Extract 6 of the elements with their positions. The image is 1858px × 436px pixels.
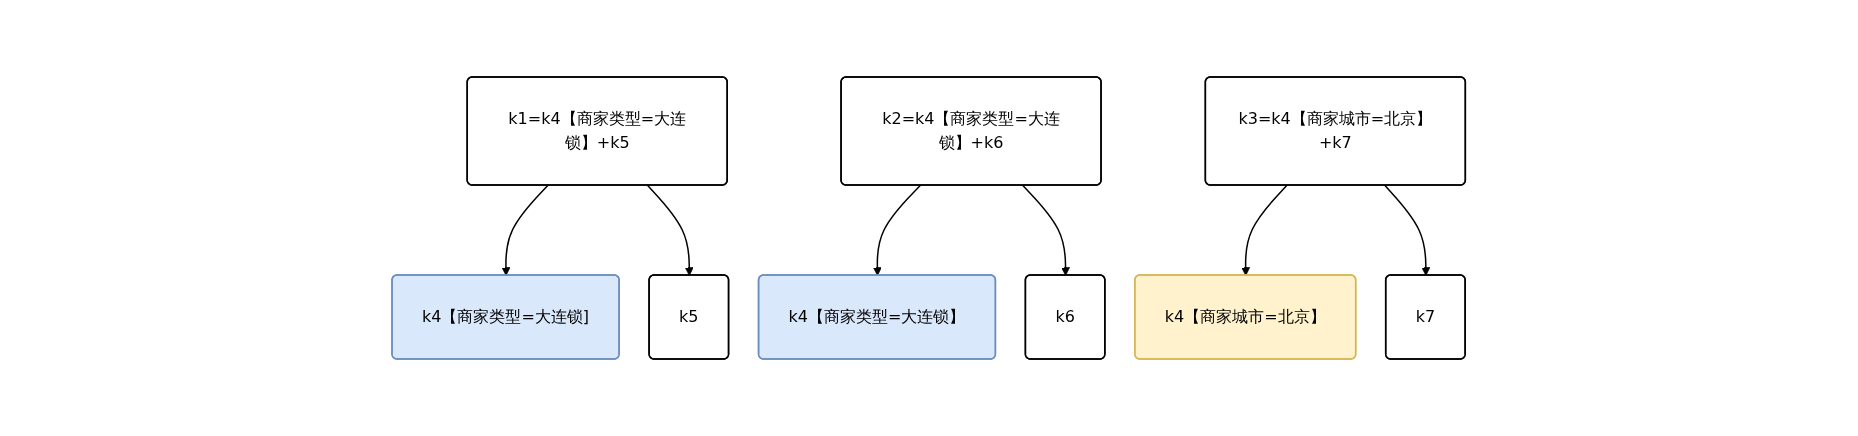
arrow	[1241, 184, 1288, 276]
arrow	[1384, 184, 1431, 276]
arrow	[647, 184, 694, 276]
arrow	[501, 184, 549, 276]
arrow	[873, 184, 922, 276]
arrow	[1022, 184, 1071, 276]
